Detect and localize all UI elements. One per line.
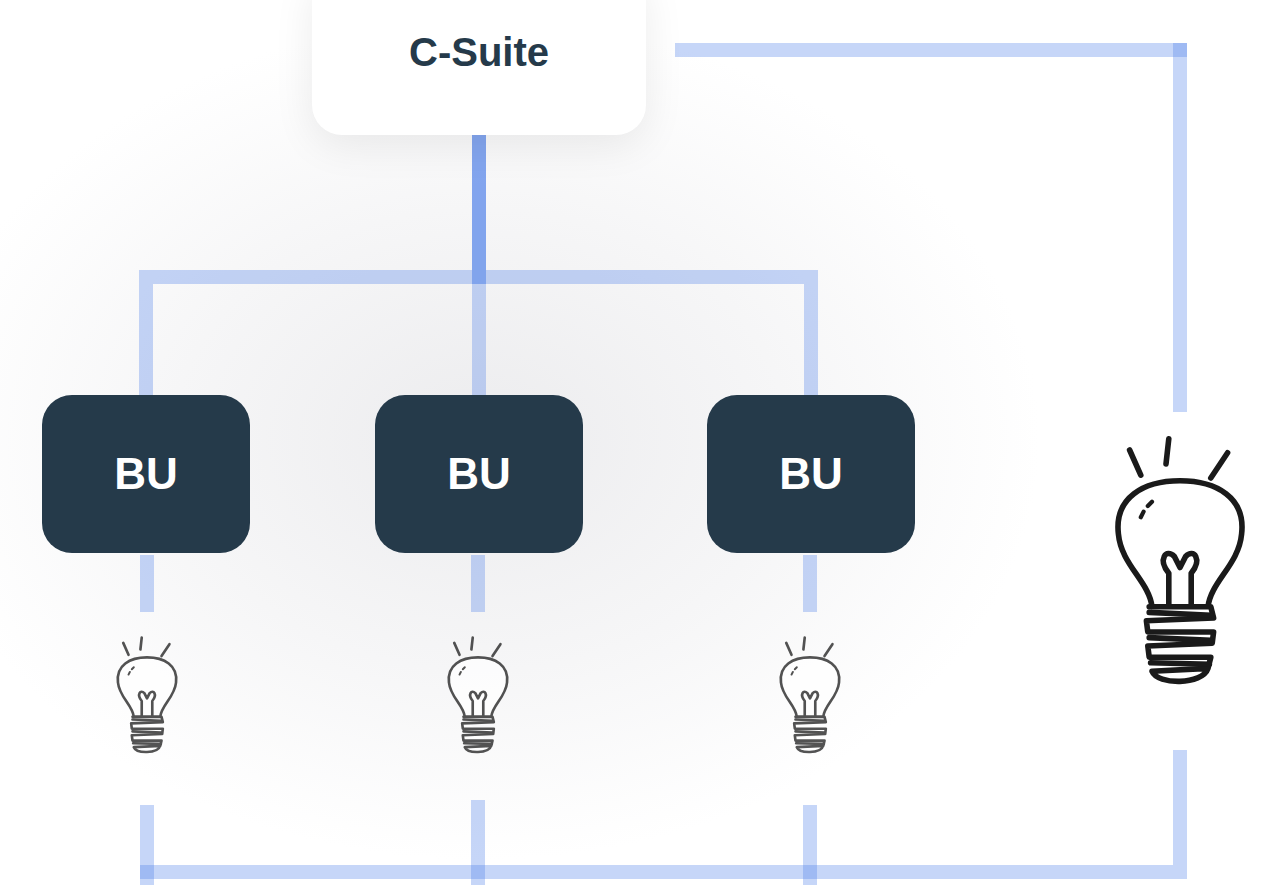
node-label: C-Suite xyxy=(409,30,549,75)
business-unit-box: BU xyxy=(42,395,250,553)
business-unit-box: BU xyxy=(707,395,915,553)
node-label: BU xyxy=(114,449,178,499)
hierarchy-line xyxy=(146,135,479,395)
hierarchy-line xyxy=(479,135,811,395)
idea-bulbs xyxy=(118,439,1242,752)
node-label: BU xyxy=(779,449,843,499)
loop-line xyxy=(140,43,1187,885)
business-unit-box: BU xyxy=(375,395,583,553)
node-label: BU xyxy=(447,449,511,499)
executive-box: C-Suite xyxy=(312,0,646,135)
